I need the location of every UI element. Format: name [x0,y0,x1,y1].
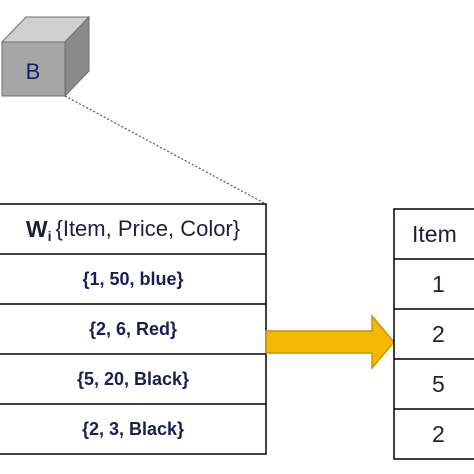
left-table-frame [0,203,267,455]
right-table-cell: 1 [432,270,445,297]
cube-b [0,15,91,98]
header-fields: {Item, Price, Color} [55,216,241,241]
left-table-row: {5, 20, Black} [76,368,190,389]
right-table-cell: 2 [432,320,445,347]
cube-label: B [25,59,41,84]
left-table-row: {2, 6, Red} [88,318,178,339]
cube-front-face [1,41,66,97]
header-subscript: i [47,228,52,244]
right-arrow [265,313,395,371]
right-table-cell: 5 [432,370,445,397]
zoom-connector-line [64,95,267,205]
right-table-cell: 2 [432,420,445,447]
header-symbol: W [25,215,48,242]
right-table-frame [393,208,474,460]
left-table-row: {2, 3, Black} [81,418,185,439]
right-table-header: Item [412,220,457,247]
left-table-row: {1, 50, blue} [82,268,184,289]
